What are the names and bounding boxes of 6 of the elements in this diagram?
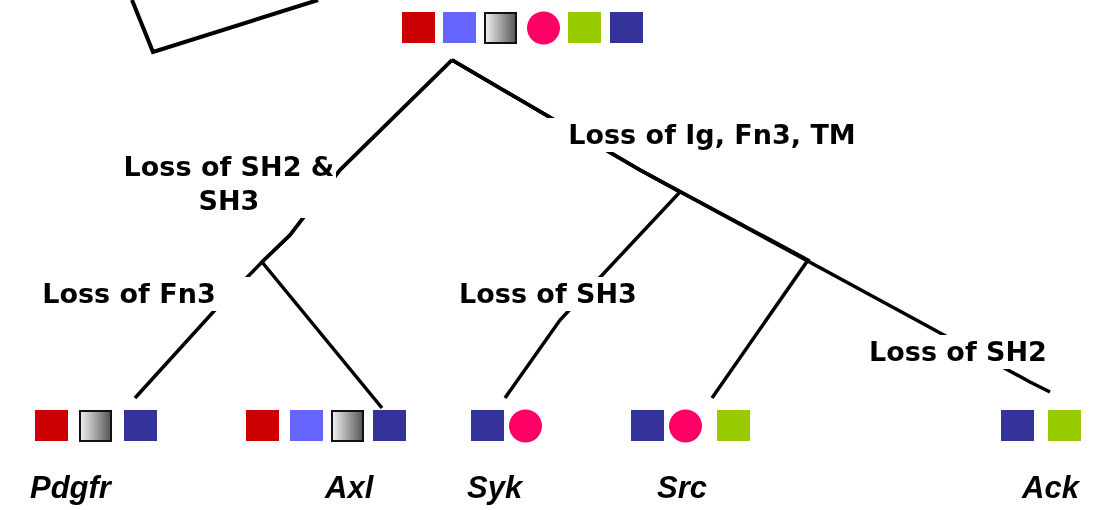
gene-name: Src (657, 470, 707, 506)
gene-name: Axl (325, 470, 374, 506)
tree-branch-line (259, 58, 454, 410)
gene-name: Syk (467, 470, 523, 506)
gene-name: Ack (1022, 470, 1079, 506)
gene-name: Pdgfr (30, 470, 111, 506)
